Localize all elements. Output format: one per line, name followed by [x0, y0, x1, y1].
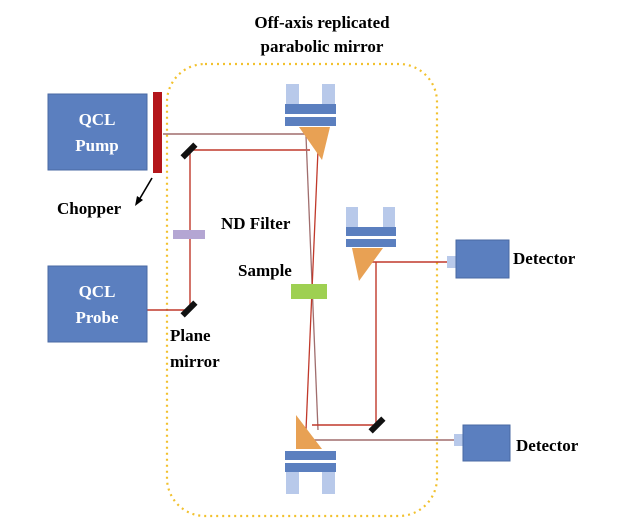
plane-mirror-label-1: Plane — [170, 326, 211, 345]
parabolic-mirror-bottom — [285, 415, 336, 494]
qcl-probe-label-1: QCL — [79, 282, 116, 301]
plane-mirror-upper — [180, 142, 198, 160]
plane-mirror-label-2: mirror — [170, 352, 220, 371]
detector-top-label: Detector — [513, 249, 576, 268]
qcl-probe-box — [47, 265, 148, 343]
plane-mirror-right — [368, 416, 386, 434]
qcl-probe-label-2: Probe — [75, 308, 119, 327]
sample-label: Sample — [238, 261, 292, 280]
parabolic-mirror-top — [285, 84, 336, 160]
chopper — [153, 92, 162, 173]
title-line-2: parabolic mirror — [261, 37, 384, 56]
chopper-pointer — [138, 177, 153, 201]
qcl-pump-label-1: QCL — [79, 110, 116, 129]
plane-mirror-lower — [180, 300, 198, 318]
parabolic-mirror-enclosure — [165, 62, 439, 518]
parabolic-mirror-right — [346, 207, 396, 281]
detector-bottom-label: Detector — [516, 436, 579, 455]
sample — [291, 284, 327, 299]
qcl-pump-label-2: Pump — [75, 136, 118, 155]
chopper-arrowhead — [135, 196, 143, 206]
chopper-label: Chopper — [57, 199, 122, 218]
detector-bottom — [454, 424, 511, 462]
qcl-pump-box — [47, 93, 148, 171]
nd-filter — [173, 230, 205, 239]
title-line-1: Off-axis replicated — [254, 13, 390, 32]
nd-filter-label: ND Filter — [221, 214, 291, 233]
detector-top — [447, 239, 510, 279]
